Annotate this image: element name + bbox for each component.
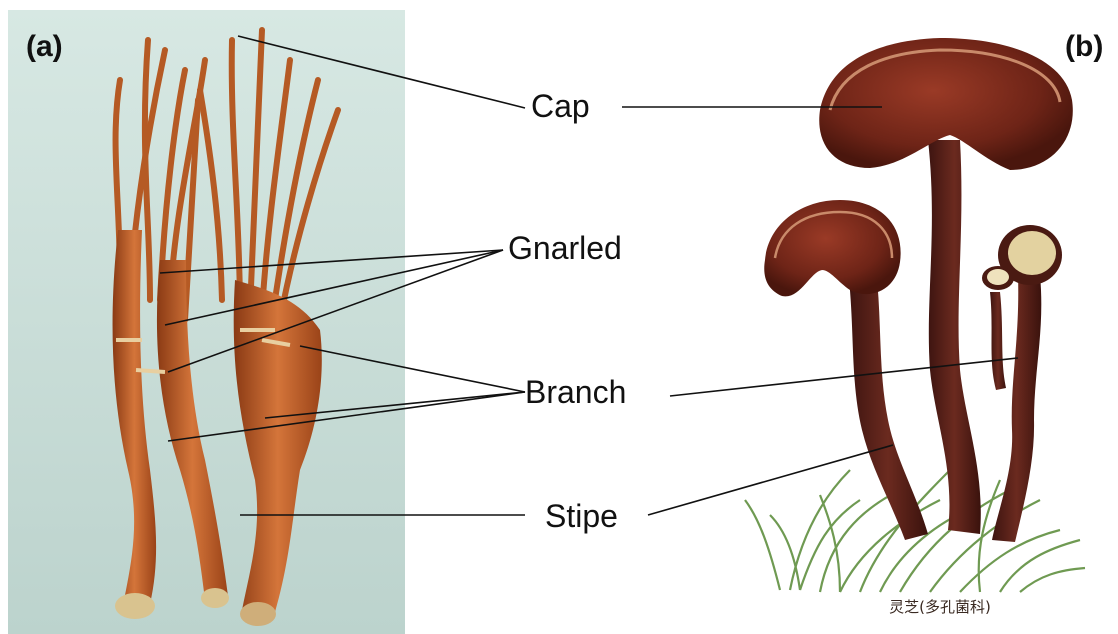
right-cap-pores — [1008, 231, 1056, 275]
illustration-caption: 灵芝(多孔菌科) — [889, 598, 991, 616]
left-cap — [764, 200, 900, 296]
stalk-base-middle — [201, 588, 229, 608]
illustration-panel-b: 灵芝(多孔菌科) — [745, 38, 1085, 616]
callout-cap: Cap — [531, 88, 590, 124]
callout-stipe: Stipe — [545, 498, 618, 534]
main-stem — [928, 140, 981, 534]
photo-panel-a — [8, 10, 405, 634]
callout-branch: Branch — [525, 374, 626, 410]
callout-gnarled: Gnarled — [508, 230, 622, 266]
small-cap-pores — [987, 269, 1009, 285]
left-stem — [848, 270, 928, 540]
stalk-base-left — [115, 593, 155, 619]
stipe-leader-b — [648, 445, 893, 515]
branch-leader-4 — [670, 358, 1018, 396]
stalk-base-right — [240, 602, 276, 626]
panel-label-a: (a) — [26, 30, 63, 63]
small-stem — [990, 292, 1006, 390]
panel-label-b: (b) — [1065, 30, 1103, 63]
